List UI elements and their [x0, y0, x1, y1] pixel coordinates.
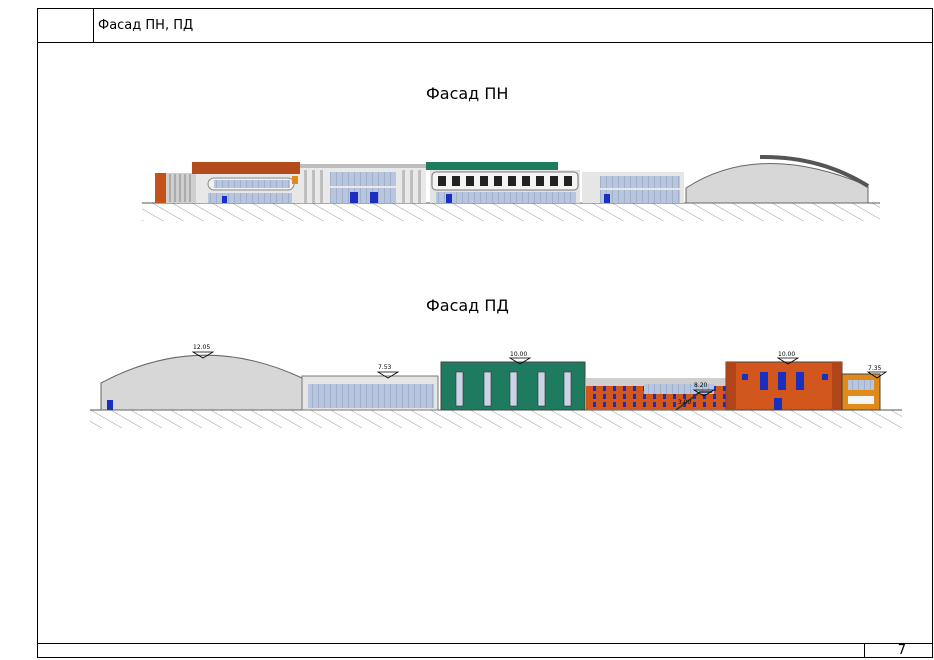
svg-text:7.53: 7.53 [378, 364, 392, 371]
header-left-cell [38, 9, 94, 42]
elevation-mark-tower: 10.00 [776, 351, 800, 365]
elevation-mark-annex: 7.35 [866, 365, 888, 379]
elevation-mark-teal-block: 10.00 [508, 351, 532, 365]
svg-text:12.05: 12.05 [193, 344, 210, 351]
elevation-mark-grey-block: 7.53 [376, 364, 400, 379]
facade-north-drawing [142, 154, 880, 221]
facade-south-drawing: 12.05 7.53 10.00 8.20 10.00 7.35 [90, 344, 902, 428]
header-row: Фасад ПН, ПД [38, 9, 932, 43]
elevation-mark-wing: 8.20 [692, 382, 716, 397]
sheet-title: Фасад ПН, ПД [98, 18, 194, 33]
svg-text:3.00: 3.00 [678, 399, 692, 406]
svg-text:10.00: 10.00 [778, 351, 795, 358]
elevation-mark-dome: 12.05 [191, 344, 215, 359]
svg-text:8.20: 8.20 [694, 382, 708, 389]
facade-north-title: Фасад ПН [426, 84, 509, 103]
page-number-cell: 7 [864, 643, 932, 658]
page-number: 7 [897, 643, 906, 658]
drawing-sheet: Фасад ПН, ПД Фасад ПН Фасад ПД 7 [37, 8, 933, 658]
elevation-mark-low: 3.00 [678, 399, 692, 406]
facade-south-title: Фасад ПД [426, 296, 509, 315]
svg-text:10.00: 10.00 [510, 351, 527, 358]
footer-row: 7 [38, 643, 932, 658]
svg-text:7.35: 7.35 [868, 365, 882, 372]
